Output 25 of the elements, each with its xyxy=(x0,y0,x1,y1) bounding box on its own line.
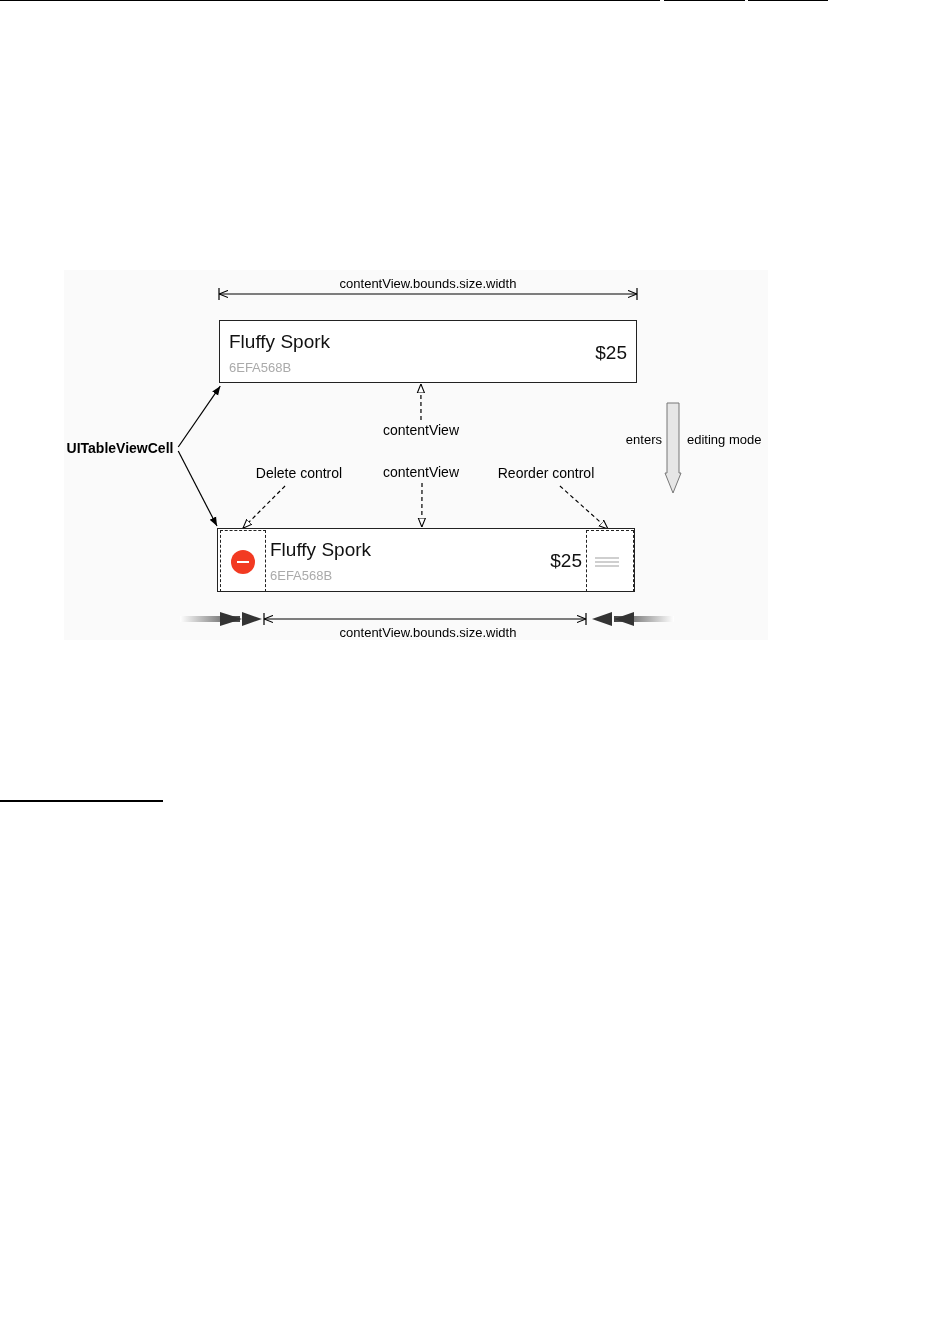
price-label: $25 xyxy=(595,343,627,362)
annotation-label: contentView xyxy=(370,423,472,439)
annotation-label: contentView xyxy=(370,465,472,481)
table-cell-row xyxy=(219,320,637,383)
arrow xyxy=(177,385,221,448)
annotation-label: Reorder control xyxy=(488,466,604,482)
price-label: $25 xyxy=(550,551,582,570)
dashed-arrow xyxy=(416,383,426,421)
delete-control-region xyxy=(220,530,266,592)
dimension-label: contentView.bounds.size.width xyxy=(338,277,518,290)
item-code: 6EFA568B xyxy=(229,361,292,374)
dashed-arrow xyxy=(559,485,609,530)
dashed-arrow xyxy=(417,482,426,528)
reorder-control-region xyxy=(586,530,634,592)
dimension-label: contentView.bounds.size.width xyxy=(338,626,518,639)
arrow xyxy=(177,450,218,527)
item-title: Fluffy Spork xyxy=(229,332,331,351)
dashed-arrow xyxy=(242,485,286,529)
table-cell-row xyxy=(217,528,635,592)
item-code: 6EFA568B xyxy=(270,569,333,582)
item-title: Fluffy Spork xyxy=(270,540,372,559)
class-label: UITableViewCell xyxy=(64,441,176,457)
annotation-label: enters xyxy=(624,433,662,446)
annotation-label: Delete control xyxy=(244,466,354,482)
annotation-label: editing mode xyxy=(687,433,763,446)
